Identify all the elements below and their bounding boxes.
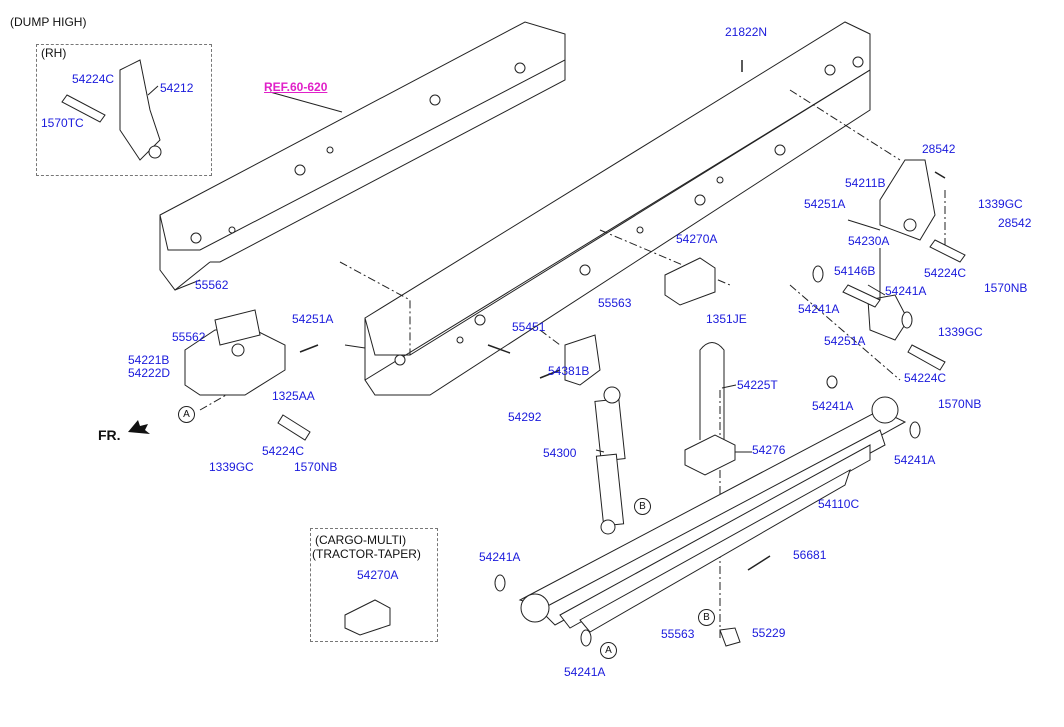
spacer-block (684, 434, 736, 476)
cargo-label-1: (CARGO-MULTI) (315, 533, 407, 547)
part-label[interactable]: 55451 (512, 320, 546, 334)
marker-a: A (178, 406, 195, 423)
part-label[interactable]: 55563 (661, 627, 695, 641)
part-label[interactable]: 54241A (564, 665, 606, 679)
ref-link[interactable]: REF.60-620 (264, 80, 328, 94)
part-label[interactable]: 54211B (845, 176, 886, 190)
part-label[interactable]: 54230A (848, 234, 890, 248)
frame-rail-upper (159, 21, 566, 291)
leaf-spring (518, 396, 907, 633)
frame-rail-lower (364, 21, 871, 396)
rh-label: (RH) (41, 46, 67, 60)
part-label[interactable]: 1570NB (938, 397, 982, 411)
u-bolt (699, 342, 725, 440)
part-label[interactable]: 54251A (804, 197, 846, 211)
part-label[interactable]: 54110C (818, 497, 860, 511)
part-label[interactable]: 21822N (725, 25, 768, 39)
rh-box (36, 44, 212, 176)
part-label[interactable]: 54146B (834, 264, 876, 278)
marker-b: B (634, 498, 651, 515)
part-label[interactable]: 54224C (904, 371, 947, 385)
cargo-box (310, 528, 438, 642)
pins (61, 94, 966, 441)
shackle (867, 294, 909, 341)
part-label[interactable]: 54225T (737, 378, 778, 392)
part-label[interactable]: 1339GC (938, 325, 983, 339)
part-label[interactable]: 55563 (598, 296, 632, 310)
part-label[interactable]: 54251A (292, 312, 334, 326)
part-label[interactable]: 54222D (128, 366, 171, 380)
part-label[interactable]: 56681 (793, 548, 827, 562)
part-label[interactable]: 1570NB (294, 460, 338, 474)
part-label[interactable]: 54212 (160, 81, 194, 95)
part-label[interactable]: 54241A (798, 302, 840, 316)
part-label[interactable]: 54224C (262, 444, 305, 458)
part-label[interactable]: 54224C (924, 266, 967, 280)
cargo-bump-stop (344, 599, 391, 636)
part-label[interactable]: 54251A (824, 334, 866, 348)
part-label[interactable]: 28542 (922, 142, 956, 156)
part-label[interactable]: 54241A (885, 284, 927, 298)
part-label[interactable]: 1351JE (706, 312, 747, 326)
part-label[interactable]: 54292 (508, 410, 542, 424)
marker-a: A (600, 642, 617, 659)
part-label[interactable]: 54241A (894, 453, 936, 467)
marker-b: B (698, 609, 715, 626)
part-label[interactable]: 1570TC (41, 116, 84, 130)
part-label[interactable]: 54270A (357, 568, 399, 582)
part-label[interactable]: 54241A (812, 399, 854, 413)
shock-bracket (564, 334, 601, 386)
rear-hanger-bracket (879, 159, 936, 241)
part-label[interactable]: 1570NB (984, 281, 1028, 295)
rh-bracket (119, 59, 162, 161)
part-label[interactable]: 1325AA (272, 389, 315, 403)
part-label[interactable]: 55562 (172, 330, 206, 344)
part-label[interactable]: 1339GC (209, 460, 254, 474)
front-hanger-bracket (184, 309, 286, 396)
front-label: FR. (98, 427, 121, 443)
part-label[interactable]: 54276 (752, 443, 786, 457)
cargo-label-2: (TRACTOR-TAPER) (312, 547, 421, 561)
variant-label: (DUMP HIGH) (10, 15, 87, 29)
part-label[interactable]: 55229 (752, 626, 786, 640)
shock-absorber (594, 386, 626, 535)
part-label[interactable]: 54270A (676, 232, 718, 246)
part-label[interactable]: 1339GC (978, 197, 1023, 211)
part-label[interactable]: 54241A (479, 550, 521, 564)
part-label[interactable]: 54300 (543, 446, 577, 460)
part-label[interactable]: 28542 (998, 216, 1032, 230)
part-label[interactable]: 54381B (548, 364, 590, 378)
bump-stop (664, 257, 716, 306)
front-arrow-icon (128, 420, 150, 434)
part-label[interactable]: 55562 (195, 278, 229, 292)
part-label[interactable]: 54224C (72, 72, 115, 86)
part-label[interactable]: 54221B (128, 353, 170, 367)
nut-55229 (719, 627, 741, 647)
